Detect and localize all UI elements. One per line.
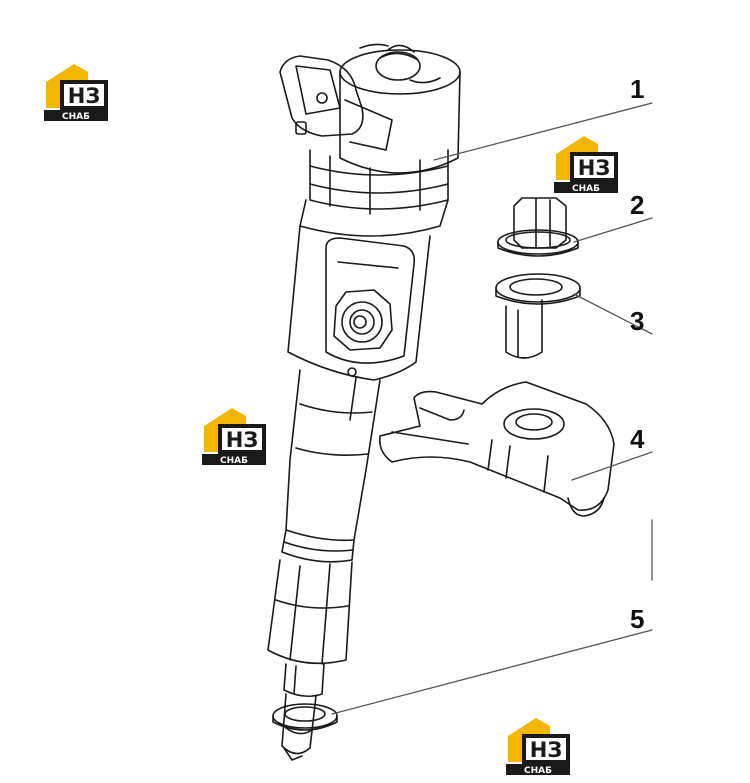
logo-letters: НЗ [226,428,259,452]
callout-number-1: 1 [630,74,644,104]
logo-word: СНАБ [62,112,90,122]
callout-number-3: 3 [630,306,644,336]
bolt-with-washer [497,197,579,359]
watermark-logo: НЗ СНАБ [202,406,268,466]
callout-number-5: 5 [630,604,644,634]
watermark-logo: НЗ СНАБ [554,134,620,194]
logo-word: СНАБ [572,184,600,194]
logo-word: СНАБ [524,766,552,776]
logo-letters: НЗ [68,84,101,108]
logo-word: СНАБ [220,456,248,466]
callout-number-2: 2 [630,190,644,220]
logo-letters: НЗ [530,738,563,762]
leader-lines [331,102,653,715]
watermark-logo: НЗ СНАБ [506,716,572,776]
callout-number-4: 4 [630,424,645,454]
watermark-logo: НЗ СНАБ [44,62,110,122]
nozzle-seal-washer [272,703,338,731]
logo-letters: НЗ [578,156,611,180]
washer-lower [495,273,581,305]
injector-body [267,43,461,761]
clamp-bracket [378,381,615,517]
